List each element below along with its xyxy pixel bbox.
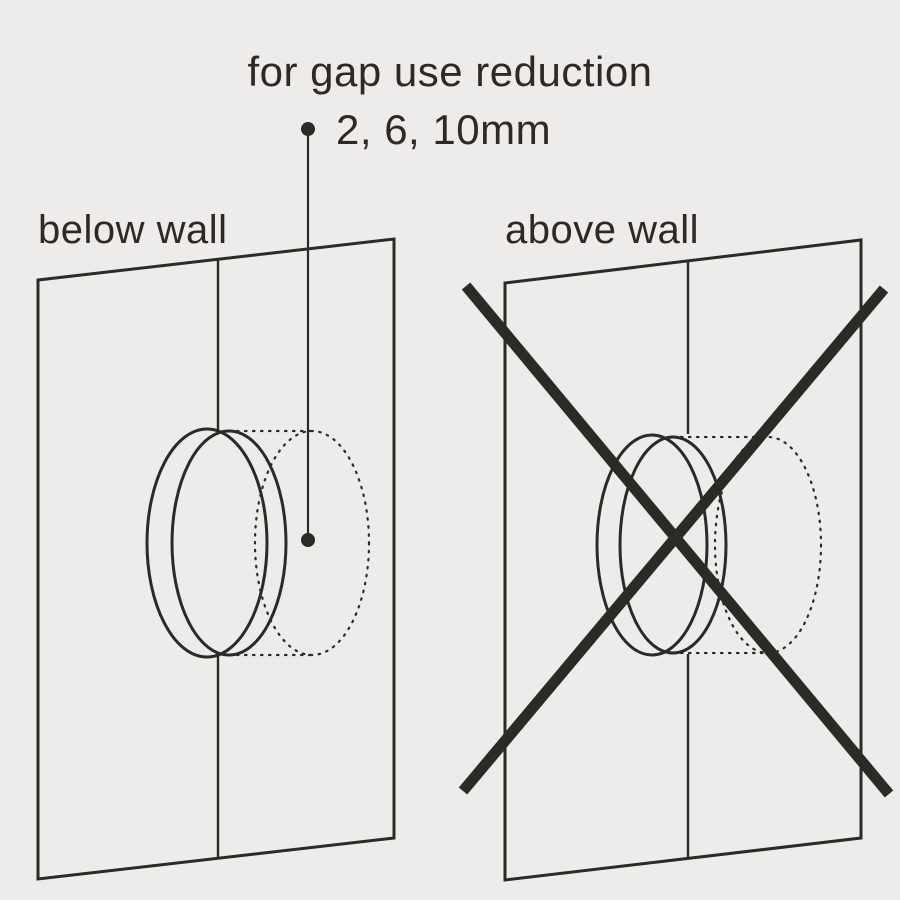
below-wall-label: below wall: [38, 208, 228, 252]
above-wall-label: above wall: [505, 208, 699, 252]
below-wall-diagram: below wall: [36, 208, 396, 881]
annotation-title: for gap use reduction: [247, 48, 652, 95]
wall-panel-left: [36, 237, 396, 881]
socket-body-front-left: [145, 427, 269, 659]
socket-body-front-right: [595, 433, 709, 657]
socket-body-back-left: [170, 429, 288, 657]
gap-annotation: for gap use reduction 2, 6, 10mm: [247, 48, 652, 547]
leader-start-dot: [301, 122, 315, 136]
annotation-values: 2, 6, 10mm: [336, 106, 551, 153]
leader-end-dot: [301, 533, 315, 547]
prohibited-cross-icon: [458, 282, 894, 798]
wall-panel-right: [503, 238, 863, 882]
above-wall-diagram: above wall: [458, 208, 894, 882]
recessed-position-dotted-left: [253, 429, 371, 657]
